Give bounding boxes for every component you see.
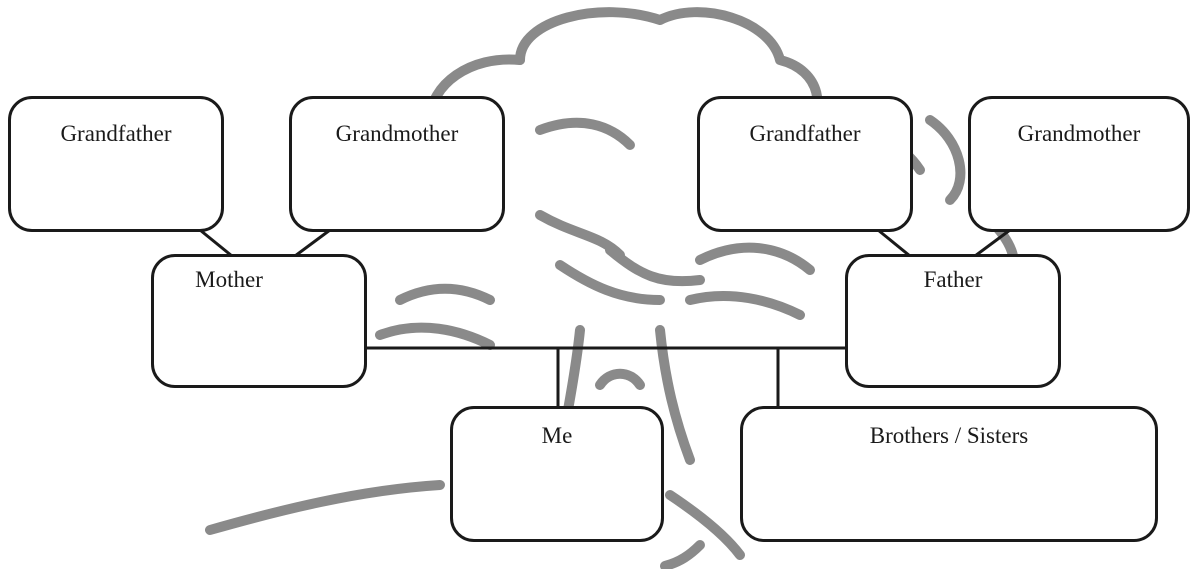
me-label: Me bbox=[541, 423, 573, 448]
paternal-grandfather-label: Grandfather bbox=[749, 121, 861, 146]
siblings-label: Brothers / Sisters bbox=[869, 423, 1029, 448]
maternal-grandmother-box: Grandmother bbox=[289, 96, 505, 232]
paternal-grandmother-box: Grandmother bbox=[968, 96, 1190, 232]
father-box: Father bbox=[845, 254, 1061, 388]
maternal-grandmother-label: Grandmother bbox=[335, 121, 459, 146]
paternal-grandfather-box: Grandfather bbox=[697, 96, 913, 232]
mother-box: Mother bbox=[151, 254, 367, 388]
siblings-box: Brothers / Sisters bbox=[740, 406, 1158, 542]
paternal-grandmother-label: Grandmother bbox=[1017, 121, 1141, 146]
maternal-grandfather-box: Grandfather bbox=[8, 96, 224, 232]
father-label: Father bbox=[923, 267, 983, 292]
me-box: Me bbox=[450, 406, 664, 542]
maternal-grandfather-label: Grandfather bbox=[60, 121, 172, 146]
mother-label: Mother bbox=[195, 267, 263, 292]
